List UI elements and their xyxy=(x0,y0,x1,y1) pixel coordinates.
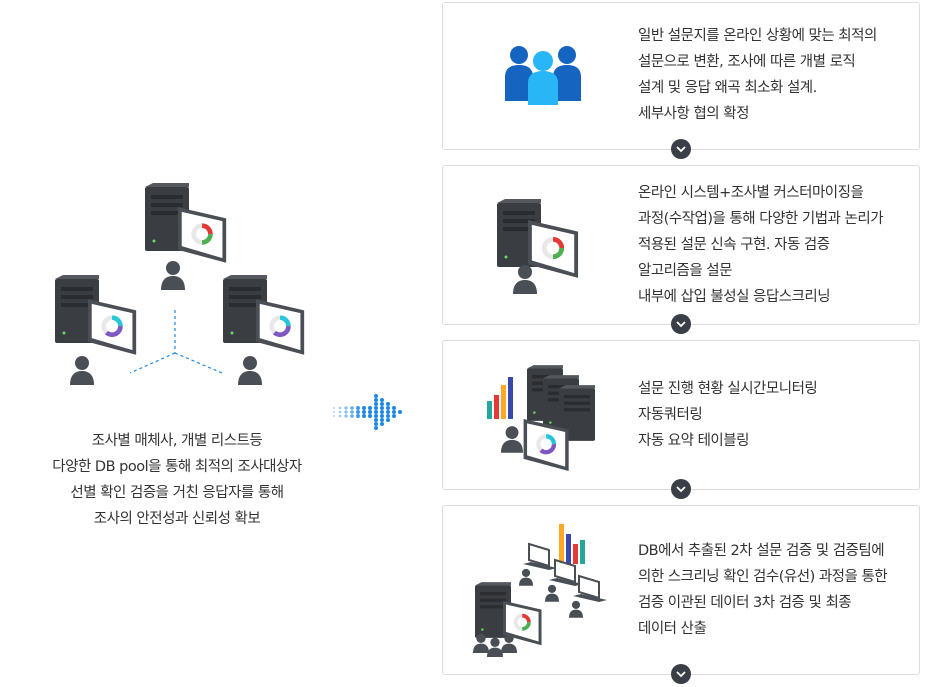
left-caption-line: 선별 확인 검증을 거친 응답자를 통해 xyxy=(70,485,284,501)
step-4-line: 검증 이관된 데이터 3차 검증 및 최종 xyxy=(638,595,852,611)
network-computers-illustration xyxy=(55,183,330,385)
step-3-line: 자동쿼터링 xyxy=(638,407,703,423)
chevron-down-icon xyxy=(671,479,691,499)
computer-node-left xyxy=(55,275,136,385)
step-1-line: 설계 및 응답 왜곡 최소화 설계. xyxy=(638,80,817,96)
people-group-icon xyxy=(505,46,581,105)
left-caption: 조사별 매체사, 개별 리스트등 다양한 DB pool을 통해 최적의 조사대… xyxy=(22,428,332,532)
step-2-line: 알고리즘을 설문 xyxy=(638,263,733,279)
step-4-line: DB에서 추출된 2차 설문 검증 및 검증팀에 xyxy=(638,543,885,559)
step-card-3: 설문 진행 현황 실시간모니터링 자동쿼터링 자동 요약 테이블링 xyxy=(442,340,920,499)
bar-chart-icon xyxy=(487,377,513,419)
laptop-icon xyxy=(549,558,583,586)
step-4-line: 데이터 산출 xyxy=(638,621,707,637)
step-card-1: 일반 설문지를 온라인 상황에 맞는 최적의 설문으로 변환, 조사에 따른 개… xyxy=(442,2,920,159)
laptop-icon xyxy=(523,542,557,570)
verification-team-icon xyxy=(473,524,607,657)
server-monitor-user-icon xyxy=(497,199,613,294)
chevron-down-icon xyxy=(671,139,691,159)
dotted-arrow-icon xyxy=(332,394,402,430)
step-card-2: 온라인 시스템+조사별 커스터마이징을 과정(수작업)을 통해 다양한 기법과 … xyxy=(442,165,920,334)
bar-chart-icon xyxy=(559,524,585,564)
dashed-connector-lines xyxy=(129,310,223,374)
laptop-icon xyxy=(573,574,607,602)
left-caption-line: 조사의 안전성과 신뢰성 확보 xyxy=(93,511,261,527)
step-2-line: 내부에 삽입 불성실 응답스크리닝 xyxy=(638,289,831,305)
left-caption-line: 조사별 매체사, 개별 리스트등 xyxy=(91,433,263,449)
step-2-line: 온라인 시스템+조사별 커스터마이징을 xyxy=(638,185,864,201)
computer-node-right xyxy=(223,275,304,385)
step-3-line: 설문 진행 현황 실시간모니터링 xyxy=(638,381,818,397)
monitoring-servers-icon xyxy=(487,365,595,471)
chevron-down-icon xyxy=(671,664,691,684)
step-1-line: 일반 설문지를 온라인 상황에 맞는 최적의 xyxy=(638,28,877,44)
step-2-line: 과정(수작업)을 통해 다양한 기법과 논리가 xyxy=(638,211,884,227)
chevron-down-icon xyxy=(671,314,691,334)
step-3-line: 자동 요약 테이블링 xyxy=(638,433,749,449)
computer-node-top xyxy=(145,183,226,290)
left-caption-line: 다양한 DB pool을 통해 최적의 조사대상자 xyxy=(52,459,302,475)
step-1-line: 세부사항 협의 확정 xyxy=(638,106,749,122)
step-2-line: 적용된 설문 신속 구현. 자동 검증 xyxy=(638,237,830,253)
step-1-line: 설문으로 변환, 조사에 따른 개별 로직 xyxy=(638,54,856,70)
step-4-line: 의한 스크리닝 확인 검수(유선) 과정을 통한 xyxy=(638,569,888,585)
step-card-4: DB에서 추출된 2차 설문 검증 및 검증팀에 의한 스크리닝 확인 검수(유… xyxy=(442,505,920,684)
